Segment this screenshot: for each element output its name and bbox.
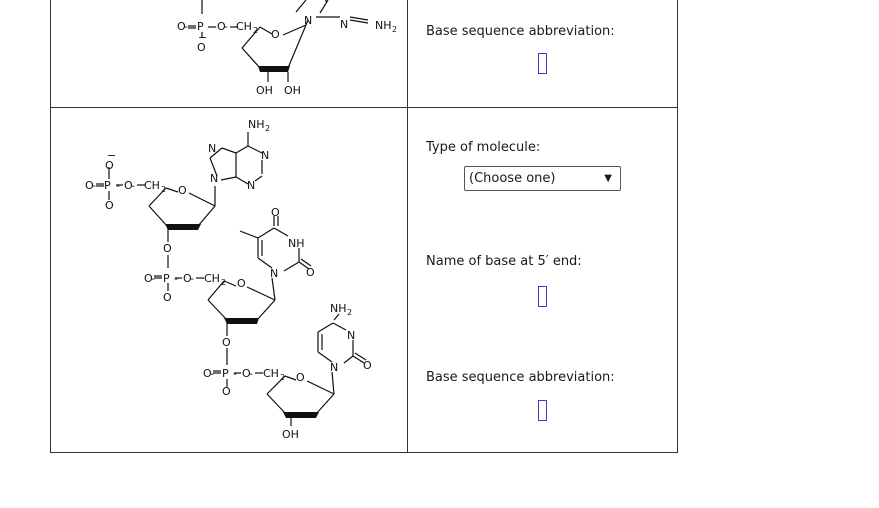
svg-text:OH: OH [284, 84, 301, 97]
svg-text:2: 2 [347, 308, 352, 317]
svg-text:O: O [183, 272, 192, 285]
row2-sequence-input[interactable] [538, 400, 547, 421]
svg-text:O: O [363, 359, 372, 372]
svg-text:N: N [247, 179, 255, 192]
svg-text:O: O [296, 371, 305, 384]
svg-text:-: - [210, 367, 214, 380]
svg-text:O: O [105, 159, 114, 172]
row2-sequence-label: Base sequence abbreviation: [426, 370, 615, 385]
type-of-molecule-select[interactable]: (Choose one) ▼ [464, 166, 621, 191]
svg-text:-: - [131, 179, 135, 192]
svg-text:N: N [270, 267, 278, 280]
svg-text:−: − [198, 31, 207, 44]
grid-left-border [50, 0, 51, 453]
svg-text:2: 2 [392, 25, 397, 34]
svg-text:N: N [261, 149, 269, 162]
svg-text:NH: NH [248, 118, 265, 131]
svg-text:P: P [222, 367, 229, 380]
svg-text:CH: CH [263, 367, 279, 380]
svg-text:CH: CH [204, 272, 220, 285]
svg-text:N: N [340, 18, 348, 31]
svg-text:2: 2 [280, 373, 285, 382]
svg-text:O: O [85, 179, 94, 192]
svg-text:-: - [174, 272, 178, 285]
chem-label: O [177, 20, 186, 33]
svg-text:N: N [208, 142, 216, 155]
svg-text:OH: OH [282, 428, 299, 441]
svg-text:2: 2 [221, 278, 226, 287]
svg-text:-: - [184, 20, 188, 33]
svg-text:O: O [222, 385, 231, 398]
svg-text:O: O [306, 266, 315, 279]
svg-text:N: N [210, 172, 218, 185]
svg-text:CH: CH [236, 20, 252, 33]
svg-text:P: P [104, 179, 111, 192]
svg-text:O: O [237, 277, 246, 290]
svg-text:O: O [105, 199, 114, 212]
svg-text:O: O [197, 41, 206, 54]
svg-text:-: - [249, 367, 253, 380]
svg-text:2: 2 [161, 185, 166, 194]
select-value: (Choose one) [469, 171, 556, 186]
svg-text:O: O [271, 206, 280, 219]
base-5-end-label: Name of base at 5′ end: [426, 254, 582, 269]
svg-text:O: O [271, 28, 280, 41]
svg-text:O: O [222, 336, 231, 349]
svg-text:-: - [224, 20, 228, 33]
svg-text:CH: CH [144, 179, 160, 192]
svg-text:-: - [92, 179, 96, 192]
svg-text:P: P [197, 20, 204, 33]
row1-sequence-label: Base sequence abbreviation: [426, 24, 615, 39]
svg-text:OH: OH [256, 84, 273, 97]
svg-text:NH: NH [330, 302, 347, 315]
svg-text:N: N [304, 14, 312, 27]
svg-text:O: O [163, 291, 172, 304]
svg-text:O: O [242, 367, 251, 380]
row1-sequence-input[interactable] [538, 53, 547, 74]
grid-middle-border [407, 0, 408, 453]
grid-row-divider [50, 107, 678, 108]
grid-right-border [677, 0, 678, 453]
svg-text:NH: NH [375, 19, 392, 32]
svg-text:-: - [209, 20, 213, 33]
svg-text:O: O [163, 242, 172, 255]
svg-text:-: - [190, 272, 194, 285]
svg-text:NH: NH [288, 237, 305, 250]
svg-text:O: O [217, 20, 226, 33]
svg-text:N: N [330, 361, 338, 374]
svg-text:O: O [144, 272, 153, 285]
svg-text:-: - [116, 179, 120, 192]
dropdown-arrow-icon: ▼ [604, 173, 612, 184]
type-of-molecule-label: Type of molecule: [426, 140, 541, 155]
grid-bottom-border [50, 452, 678, 453]
svg-text:−: − [107, 149, 116, 162]
svg-text:2: 2 [265, 124, 270, 133]
svg-text:2: 2 [253, 26, 258, 35]
svg-text:O: O [124, 179, 133, 192]
molecule-structures: O - P - O - CH 2 O − O OH OH N N NH 2 [50, 0, 407, 453]
svg-text:-: - [233, 367, 237, 380]
svg-text:N: N [347, 329, 355, 342]
svg-text:O: O [178, 184, 187, 197]
base-5-end-input[interactable] [538, 286, 547, 307]
svg-text:O: O [203, 367, 212, 380]
svg-text:P: P [163, 272, 170, 285]
svg-text:-: - [151, 272, 155, 285]
